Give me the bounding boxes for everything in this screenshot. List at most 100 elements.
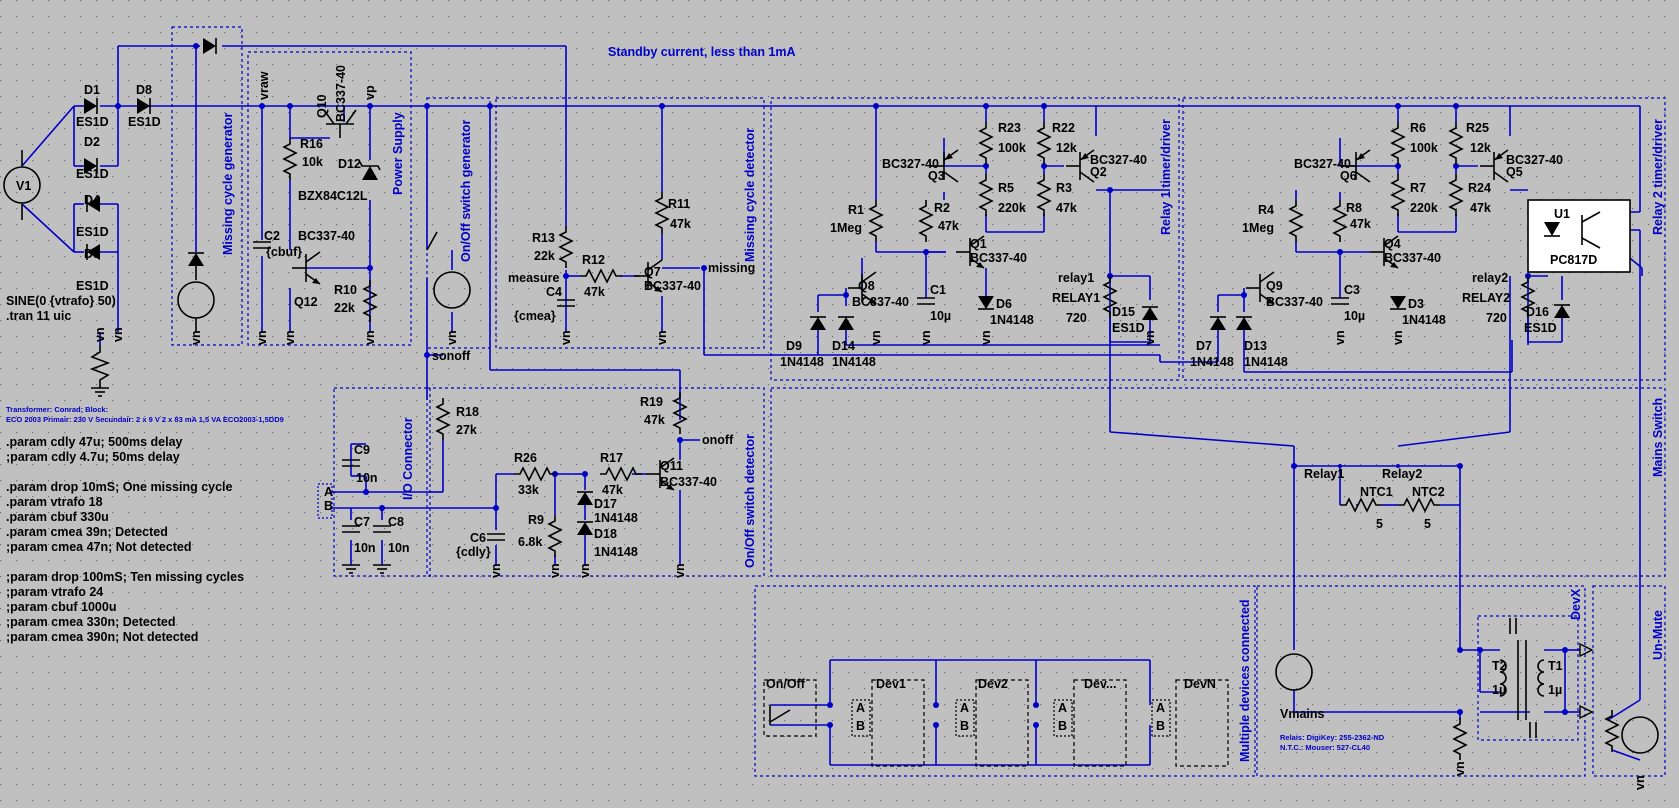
param-line: ;param cmea 47n; Not detected — [6, 540, 191, 554]
svg-text:10n: 10n — [388, 541, 410, 555]
svg-text:12k: 12k — [1470, 141, 1491, 155]
svg-text:NTC1: NTC1 — [1360, 485, 1393, 499]
svg-text:R17: R17 — [600, 451, 623, 465]
svg-text:10n: 10n — [356, 471, 378, 485]
svg-text:Q5: Q5 — [1506, 165, 1523, 179]
section-on-off-switch-generator: On/Off switch generator — [459, 119, 473, 262]
svg-text:27k: 27k — [456, 423, 477, 437]
svg-text:Q8: Q8 — [858, 279, 875, 293]
svg-text:D7: D7 — [1196, 339, 1212, 353]
svg-text:ES1D: ES1D — [76, 167, 109, 181]
vmains-source — [1275, 653, 1313, 691]
svg-text:D15: D15 — [1112, 305, 1135, 319]
svg-text:BC337-40: BC337-40 — [298, 229, 355, 243]
param-block: .param cdly 47u; 500ms delay;param cdly … — [6, 435, 244, 644]
svg-text:D17: D17 — [594, 497, 617, 511]
svg-text:R19: R19 — [640, 395, 663, 409]
svg-text:NTC2: NTC2 — [1412, 485, 1445, 499]
param-line: ;param drop 100mS; Ten missing cycles — [6, 570, 244, 584]
svg-text:D3: D3 — [1408, 297, 1424, 311]
svg-text:10µ: 10µ — [930, 309, 951, 323]
svg-text:vn: vn — [489, 563, 503, 578]
dev2-box — [955, 679, 1029, 767]
svg-text:720: 720 — [1066, 311, 1087, 325]
section-boxes — [171, 26, 1666, 777]
svg-text:onoff: onoff — [702, 433, 734, 447]
svg-text:PC817D: PC817D — [1550, 253, 1597, 267]
svg-text:R2: R2 — [934, 201, 950, 215]
svg-text:vn: vn — [445, 330, 459, 345]
svg-text:T1: T1 — [1548, 659, 1563, 673]
svg-text:ES1D: ES1D — [1112, 321, 1145, 335]
svg-text:220k: 220k — [1410, 201, 1438, 215]
svg-text:33k: 33k — [518, 483, 539, 497]
ntc-note: N.T.C.: Mouser: 527-CL40 — [1280, 743, 1370, 752]
svg-text:D1: D1 — [84, 83, 100, 97]
param-line: ;param cdly 4.7u; 50ms delay — [6, 450, 180, 464]
devn-box — [1151, 679, 1229, 767]
section-un-mute: Un-Mute — [1651, 610, 1665, 660]
svg-text:1N4148: 1N4148 — [594, 511, 638, 525]
svg-text:C6: C6 — [470, 531, 486, 545]
svg-text:1N4148: 1N4148 — [1244, 355, 1288, 369]
svg-text:On/Off: On/Off — [766, 677, 806, 691]
svg-text:T2: T2 — [1492, 659, 1507, 673]
svg-text:B: B — [960, 719, 969, 733]
svg-text:BC327-40: BC327-40 — [1090, 153, 1147, 167]
svg-text:Q12: Q12 — [294, 295, 318, 309]
svg-text:R25: R25 — [1466, 121, 1489, 135]
svg-text:R26: R26 — [514, 451, 537, 465]
svg-text:1Meg: 1Meg — [830, 221, 862, 235]
svg-text:measure: measure — [508, 271, 559, 285]
param-line: .param vtrafo 18 — [6, 495, 103, 509]
svg-text:R12: R12 — [582, 253, 605, 267]
svg-text:vp: vp — [363, 85, 377, 100]
svg-text:vn: vn — [189, 330, 203, 345]
svg-text:{cmea}: {cmea} — [514, 309, 556, 323]
svg-text:R1: R1 — [848, 203, 864, 217]
v1-source — [3, 150, 41, 220]
section-mains-switch: Mains Switch — [1651, 398, 1665, 477]
svg-text:6.8k: 6.8k — [518, 535, 542, 549]
svg-text:Q6: Q6 — [1340, 169, 1357, 183]
svg-text:12k: 12k — [1056, 141, 1077, 155]
svg-text:Q11: Q11 — [660, 459, 683, 473]
svg-text:R24: R24 — [1468, 181, 1491, 195]
svg-text:BZX84C12L: BZX84C12L — [298, 189, 368, 203]
unmute-source — [1605, 709, 1659, 754]
svg-text:1N4148: 1N4148 — [990, 313, 1034, 327]
svg-text:100k: 100k — [998, 141, 1026, 155]
svg-text:BC337-40: BC337-40 — [334, 65, 348, 122]
svg-text:B: B — [856, 719, 865, 733]
junction-dots — [115, 43, 1568, 728]
svg-text:R13: R13 — [532, 231, 555, 245]
svg-text:D12: D12 — [338, 157, 361, 171]
svg-text:47k: 47k — [644, 413, 665, 427]
svg-text:ES1D: ES1D — [76, 225, 109, 239]
svg-text:C7: C7 — [354, 515, 370, 529]
svg-text:RELAY2: RELAY2 — [1462, 291, 1510, 305]
section-missing-cycle-detector: Missing cycle detector — [743, 128, 757, 262]
svg-text:Dev...: Dev... — [1084, 677, 1116, 691]
param-line: .param drop 10mS; One missing cycle — [6, 480, 233, 494]
svg-text:R5: R5 — [998, 181, 1014, 195]
param-line: .param cbuf 330u — [6, 510, 109, 524]
standby-current-note: Standby current, less than 1mA — [608, 45, 796, 59]
section-relay2-timer: Relay 2 timer/driver — [1651, 119, 1665, 235]
svg-text:R10: R10 — [334, 283, 357, 297]
section-relay1-timer: Relay 1 timer/driver — [1159, 119, 1173, 235]
svg-text:BC337-40: BC337-40 — [660, 475, 717, 489]
svg-text:D5: D5 — [84, 247, 100, 261]
svg-text:5: 5 — [1424, 517, 1431, 531]
svg-text:Relay2: Relay2 — [1382, 467, 1422, 481]
optocoupler-u1 — [1527, 199, 1631, 273]
svg-text:vn: vn — [578, 563, 592, 578]
dev3-box — [1053, 679, 1127, 767]
section-power-supply: Power Supply — [391, 112, 405, 195]
svg-text:R4: R4 — [1258, 203, 1274, 217]
svg-text:Q7: Q7 — [644, 265, 661, 279]
svg-text:C8: C8 — [388, 515, 404, 529]
on-off-switch-box — [763, 679, 817, 737]
svg-text:A: A — [1058, 701, 1067, 715]
svg-text:vn: vn — [655, 330, 669, 345]
